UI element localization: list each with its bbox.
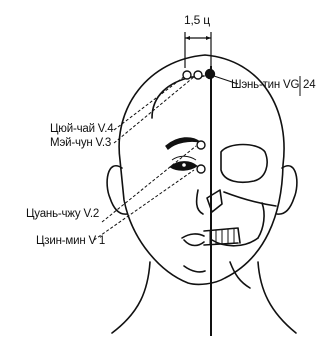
point-v3 xyxy=(194,71,202,79)
cheekbone xyxy=(224,192,276,206)
jaw-branch xyxy=(258,203,264,238)
nose xyxy=(197,190,203,214)
measurement-label: 1,5 ц xyxy=(184,14,210,26)
eyebrow xyxy=(166,138,200,149)
lower-lip xyxy=(184,240,204,246)
leader-v4 xyxy=(114,76,185,130)
chin xyxy=(184,266,205,272)
point-vg24 xyxy=(205,69,214,78)
point-v4 xyxy=(183,71,191,79)
leader-v1 xyxy=(94,170,194,240)
left-ear xyxy=(107,166,127,214)
hairline xyxy=(152,76,204,118)
neck-left xyxy=(112,262,150,333)
label-vg24-name: Шэнь-тин VG xyxy=(231,80,299,92)
nasal-cavity xyxy=(207,190,222,212)
neck-muscle xyxy=(230,262,250,288)
label-v3: Мэй-чун V.3 xyxy=(50,138,111,150)
point-v1 xyxy=(197,165,205,173)
right-ear xyxy=(277,166,297,214)
label-v4: Цюй-чай V.4 xyxy=(50,124,113,136)
teeth xyxy=(210,229,234,245)
upper-lip xyxy=(182,234,204,238)
point-v2 xyxy=(197,141,205,149)
neck-right xyxy=(258,262,296,333)
label-v1: Цзин-мин V 1 xyxy=(36,236,105,248)
eye-socket xyxy=(221,145,267,183)
label-v2: Цуань-чжу V.2 xyxy=(26,209,99,221)
label-vg24-number: 24 xyxy=(303,80,315,92)
